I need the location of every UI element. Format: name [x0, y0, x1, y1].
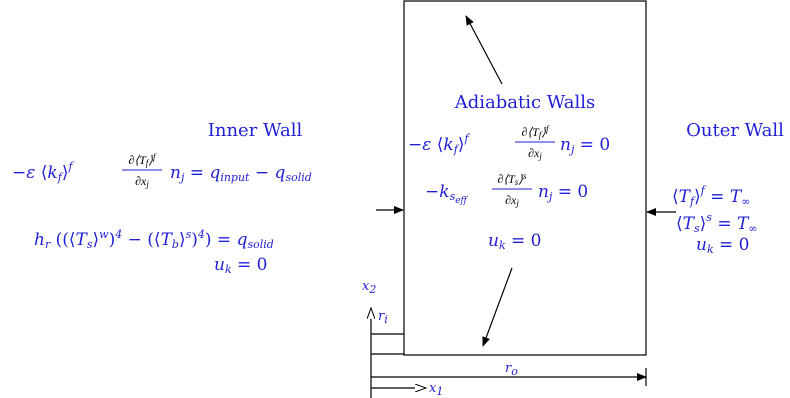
inner-velocity-equation: uk = 0 [214, 255, 268, 276]
svg-text:∂⟨Ts⟩s: ∂⟨Ts⟩s [497, 171, 527, 187]
adiabatic-solid-equation: −kseff ∂⟨Ts⟩s ∂xj nj = 0 [425, 171, 588, 208]
outer-fluid-temperature-equation: ⟨Tf⟩f = T∞ [672, 184, 750, 208]
inner-flux-equation: −ε ⟨kf⟩f ∂⟨Tf⟩f ∂xj nj = qinput − qsolid [12, 152, 312, 189]
ri-label: ri [378, 309, 388, 326]
outer-solid-temperature-equation: ⟨Ts⟩s = T∞ [676, 211, 758, 235]
svg-text:∂⟨Tf⟩f: ∂⟨Tf⟩f [128, 152, 157, 168]
adiabatic-bottom-arrow [482, 267, 513, 347]
svg-text:∂⟨Tf⟩f: ∂⟨Tf⟩f [521, 124, 550, 140]
x1-label: x1 [429, 381, 443, 398]
svg-text:−ε ⟨kf⟩f: −ε ⟨kf⟩f [408, 132, 470, 156]
svg-text:nj = 0: nj = 0 [538, 182, 588, 203]
svg-text:−kseff: −kseff [425, 182, 469, 206]
adiabatic-walls-title: Adiabatic Walls [454, 92, 595, 113]
outer-wall-title: Outer Wall [686, 120, 784, 141]
svg-text:nj = 0: nj = 0 [560, 135, 610, 156]
svg-text:−ε ⟨kf⟩f: −ε ⟨kf⟩f [12, 160, 74, 184]
inner-wall-title: Inner Wall [208, 120, 303, 141]
svg-text:∂xj: ∂xj [528, 146, 542, 161]
inner-flux-rhs: nj = qinput − qsolid [170, 163, 312, 184]
domain-rectangle [403, 0, 647, 356]
inner-radiation-equation: hr ((⟨Ts⟩w)4 − (⟨Tb⟩s)4) = qsolid [34, 228, 274, 251]
svg-text:∂xj: ∂xj [505, 193, 519, 208]
outer-velocity-equation: uk = 0 [696, 235, 750, 256]
x2-label: x2 [362, 279, 376, 296]
adiabatic-fluid-equation: −ε ⟨kf⟩f ∂⟨Tf⟩f ∂xj nj = 0 [408, 124, 610, 161]
ro-label: ro [505, 361, 518, 378]
svg-text:∂xj: ∂xj [135, 174, 149, 189]
adiabatic-velocity-equation: uk = 0 [488, 231, 542, 252]
adiabatic-top-arrow [465, 15, 503, 85]
